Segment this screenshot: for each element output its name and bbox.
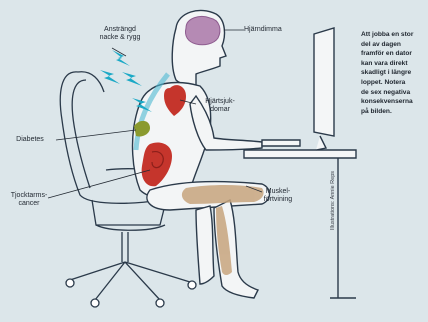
label-anstrangd-line1: Ansträngd — [90, 26, 150, 34]
side-caption-line: de sex negativa — [361, 88, 425, 98]
side-caption-line: skadligt i längre — [361, 68, 425, 78]
brain-icon — [185, 16, 219, 44]
side-caption-line: kan vara direkt — [361, 59, 425, 69]
label-muskel-line1: Muskel- — [254, 188, 302, 196]
side-caption-line: framför en dator — [361, 49, 425, 59]
label-hjartsjuk-line2: domar — [196, 106, 244, 114]
illustration-credit: Illustrations: Annie Reps — [330, 160, 336, 230]
label-muskelfortvining: Muskel- förtvining — [254, 188, 302, 204]
side-caption: Att jobba en stor del av dagen framför e… — [361, 30, 425, 116]
label-tjocktarm-line2: cancer — [4, 200, 54, 208]
label-anstrangd: Ansträngd nacke & rygg — [90, 26, 150, 42]
label-muskel-line2: förtvining — [254, 196, 302, 204]
computer-monitor — [314, 28, 334, 150]
label-hjartsjukdomar: Hjärtsjuk- domar — [196, 98, 244, 114]
label-anstrangd-line2: nacke & rygg — [90, 34, 150, 42]
desk — [244, 140, 356, 298]
side-caption-line: på bilden. — [361, 107, 425, 117]
side-caption-line: del av dagen — [361, 40, 425, 50]
label-hjarndimma: Hjärndimma — [244, 26, 298, 34]
label-tjocktarm-line1: Tjocktarms- — [4, 192, 54, 200]
label-hjartsjuk-line1: Hjärtsjuk- — [196, 98, 244, 106]
label-diabetes: Diabetes — [8, 136, 52, 144]
side-caption-line: konsekvenserna — [361, 97, 425, 107]
side-caption-line: Att jobba en stor — [361, 30, 425, 40]
side-caption-line: loppet. Notera — [361, 78, 425, 88]
label-tjocktarmscancer: Tjocktarms- cancer — [4, 192, 54, 208]
muscle-overlay — [182, 185, 264, 275]
